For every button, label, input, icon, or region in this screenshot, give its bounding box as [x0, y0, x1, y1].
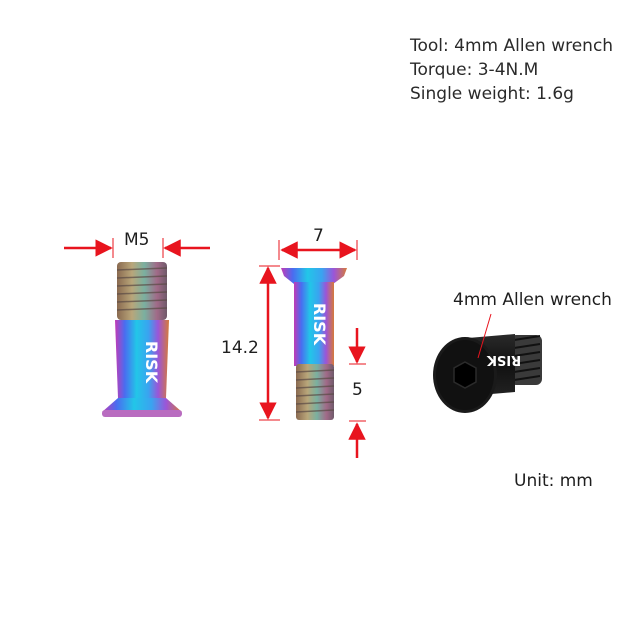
black-bolt: RISK	[433, 334, 542, 413]
label-head-diameter: 7	[313, 226, 324, 246]
spec-weight: Single weight: 1.6g	[410, 84, 574, 104]
dimension-thread-length-arrows	[348, 328, 366, 458]
spec-torque: Torque: 3-4N.M	[410, 60, 539, 80]
unit-label: Unit: mm	[514, 471, 593, 491]
spec-tool: Tool: 4mm Allen wrench	[410, 36, 614, 56]
svg-text:RISK: RISK	[486, 352, 521, 367]
label-total-length: 14.2	[221, 338, 259, 358]
thread-left	[116, 262, 168, 320]
dimension-thread-arrows	[64, 238, 210, 258]
rainbow-bolt-left: RISK	[102, 262, 182, 417]
svg-text:RISK: RISK	[142, 341, 161, 384]
callout-label: 4mm Allen wrench	[453, 290, 612, 310]
label-thread-length: 5	[352, 380, 363, 400]
spec-list: Tool: 4mm Allen wrench Torque: 3-4N.M Si…	[410, 34, 613, 106]
dimension-head-arrows	[278, 240, 358, 260]
callout-line	[477, 313, 492, 359]
rainbow-bolt-middle: RISK	[281, 268, 347, 420]
svg-text:RISK: RISK	[310, 303, 329, 346]
dimension-length-arrows	[259, 265, 280, 421]
label-thread: M5	[124, 230, 150, 250]
